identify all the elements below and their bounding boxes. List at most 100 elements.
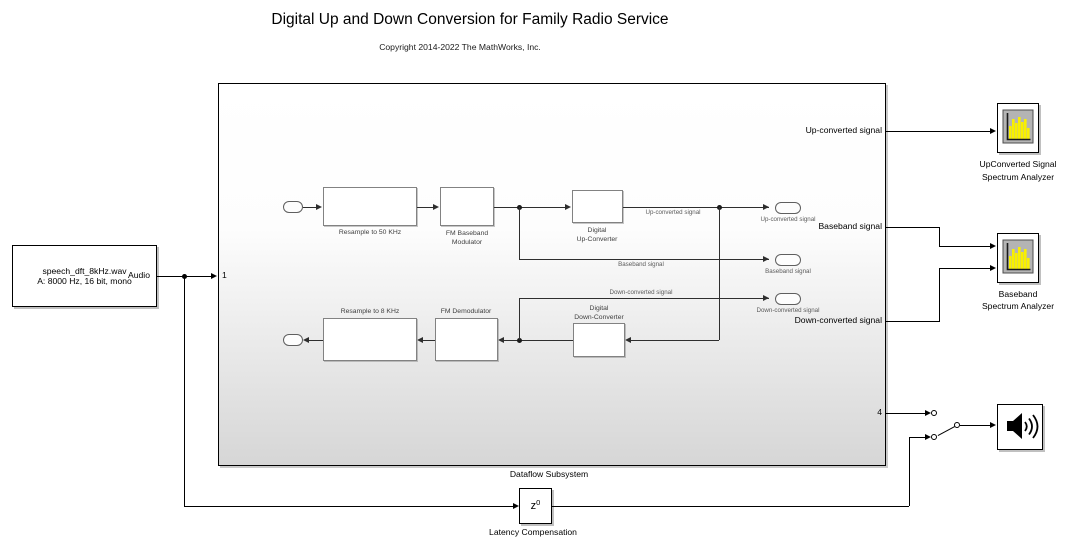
wire xyxy=(303,207,317,208)
digital-down-converter-block[interactable] xyxy=(573,323,625,357)
output-port-oval-baseband[interactable] xyxy=(775,254,801,266)
wire xyxy=(886,321,940,322)
branch-dot xyxy=(517,338,522,343)
resample-50khz-label: Resample to 50 KHz xyxy=(338,229,402,236)
digital-down-converter-label-1: Digital xyxy=(589,305,609,312)
upconverted-spectrum-analyzer-block[interactable] xyxy=(997,103,1039,153)
edge-label-down-converted: Down-converted signal xyxy=(794,315,882,325)
spectrum-icon xyxy=(1002,239,1034,274)
wire xyxy=(909,437,910,506)
arrowhead xyxy=(763,295,769,301)
wire xyxy=(494,207,566,208)
switch-arm[interactable] xyxy=(937,426,956,437)
baseband-port-label: Baseband signal xyxy=(765,268,811,275)
arrowhead xyxy=(925,434,931,440)
wire xyxy=(939,268,990,269)
inport-1-label: 1 xyxy=(222,270,227,280)
wire xyxy=(519,298,520,340)
wire xyxy=(886,227,940,228)
arrowhead xyxy=(303,337,309,343)
dataflow-subsystem-block[interactable] xyxy=(218,83,886,466)
switch-contact-bottom[interactable] xyxy=(931,434,937,440)
arrowhead xyxy=(211,273,217,279)
output-port-oval-down-converted[interactable] xyxy=(775,293,801,305)
outport-4-label: 4 xyxy=(877,407,882,417)
digital-up-converter-label-2: Up-Converter xyxy=(576,236,618,243)
upconverted-scope-label-2: Spectrum Analyzer xyxy=(981,172,1055,182)
arrowhead xyxy=(990,243,996,249)
output-port-oval-up-converted[interactable] xyxy=(775,202,801,214)
arrowhead xyxy=(763,256,769,262)
baseband-spectrum-analyzer-block[interactable] xyxy=(997,233,1039,283)
wire xyxy=(631,340,719,341)
audio-source-block[interactable]: speech_dft_8kHz.wav A: 8000 Hz, 16 bit, … xyxy=(12,245,157,307)
edge-label-baseband: Baseband signal xyxy=(818,221,882,231)
upconverted-wire-label: Up-converted signal xyxy=(645,209,701,216)
arrowhead xyxy=(990,128,996,134)
wire xyxy=(886,131,990,132)
latency-compensation-label: Latency Compensation xyxy=(489,527,577,537)
switch-contact-top[interactable] xyxy=(931,410,937,416)
wire xyxy=(939,227,940,246)
wire xyxy=(417,207,434,208)
wire xyxy=(960,425,990,426)
wire xyxy=(886,413,925,414)
arrowhead xyxy=(990,265,996,271)
wire xyxy=(552,506,909,507)
arrowhead xyxy=(433,204,439,210)
downconverted-wire-label: Down-converted signal xyxy=(609,289,673,296)
resample-8khz-label: Resample to 8 KHz xyxy=(340,308,400,315)
arrowhead xyxy=(925,410,931,416)
baseband-wire-label: Baseband signal xyxy=(618,261,664,268)
source-format: A: 8000 Hz, 16 bit, mono xyxy=(37,276,132,286)
downconverted-port-label: Down-converted signal xyxy=(756,307,820,314)
spectrum-icon xyxy=(1002,109,1034,144)
copyright-note: Copyright 2014-2022 The MathWorks, Inc. xyxy=(379,42,541,52)
baseband-scope-label-2: Spectrum Analyzer xyxy=(981,301,1055,311)
upconverted-port-label: Up-converted signal xyxy=(760,216,816,223)
arrowhead xyxy=(763,204,769,210)
wire xyxy=(184,506,514,507)
upconverted-scope-label-1: UpConverted Signal xyxy=(979,159,1057,169)
switch-pivot[interactable] xyxy=(954,422,960,428)
output-port-oval-audio[interactable] xyxy=(283,334,303,346)
fm-demodulator-label: FM Demodulator xyxy=(440,308,492,315)
wire xyxy=(909,437,925,438)
baseband-scope-label-1: Baseband xyxy=(998,289,1038,299)
wire xyxy=(309,340,323,341)
fm-baseband-modulator-label-2: Modulator xyxy=(451,239,483,246)
arrowhead xyxy=(498,337,504,343)
fm-baseband-modulator-block[interactable] xyxy=(440,187,494,226)
subsystem-label: Dataflow Subsystem xyxy=(509,469,589,479)
wire xyxy=(519,298,769,299)
arrowhead xyxy=(625,337,631,343)
arrowhead xyxy=(513,503,519,509)
arrowhead xyxy=(990,422,996,428)
audio-device-writer-block[interactable] xyxy=(997,404,1043,450)
digital-up-converter-block[interactable] xyxy=(572,190,623,223)
wire xyxy=(184,276,185,506)
arrowhead xyxy=(316,204,322,210)
edge-label-up-converted: Up-converted signal xyxy=(805,125,882,135)
wire xyxy=(719,207,720,340)
wire xyxy=(519,259,769,260)
wire xyxy=(939,268,940,321)
wire xyxy=(504,340,573,341)
speaker-icon xyxy=(1007,413,1039,439)
resample-50khz-block[interactable] xyxy=(323,187,417,226)
input-port-oval[interactable] xyxy=(283,201,303,213)
resample-8khz-block[interactable] xyxy=(323,318,417,361)
digital-up-converter-label-1: Digital xyxy=(587,227,607,234)
fm-demodulator-block[interactable] xyxy=(435,318,498,361)
z-symbol: z xyxy=(530,500,537,512)
fm-baseband-modulator-label-1: FM Baseband xyxy=(445,230,489,237)
model-title: Digital Up and Down Conversion for Famil… xyxy=(271,11,669,28)
wire xyxy=(423,340,435,341)
digital-down-converter-label-2: Down-Converter xyxy=(574,314,624,321)
source-filename: speech_dft_8kHz.wav xyxy=(42,266,127,276)
z-exponent: 0 xyxy=(536,497,541,507)
wire xyxy=(939,246,990,247)
wire xyxy=(623,207,769,208)
